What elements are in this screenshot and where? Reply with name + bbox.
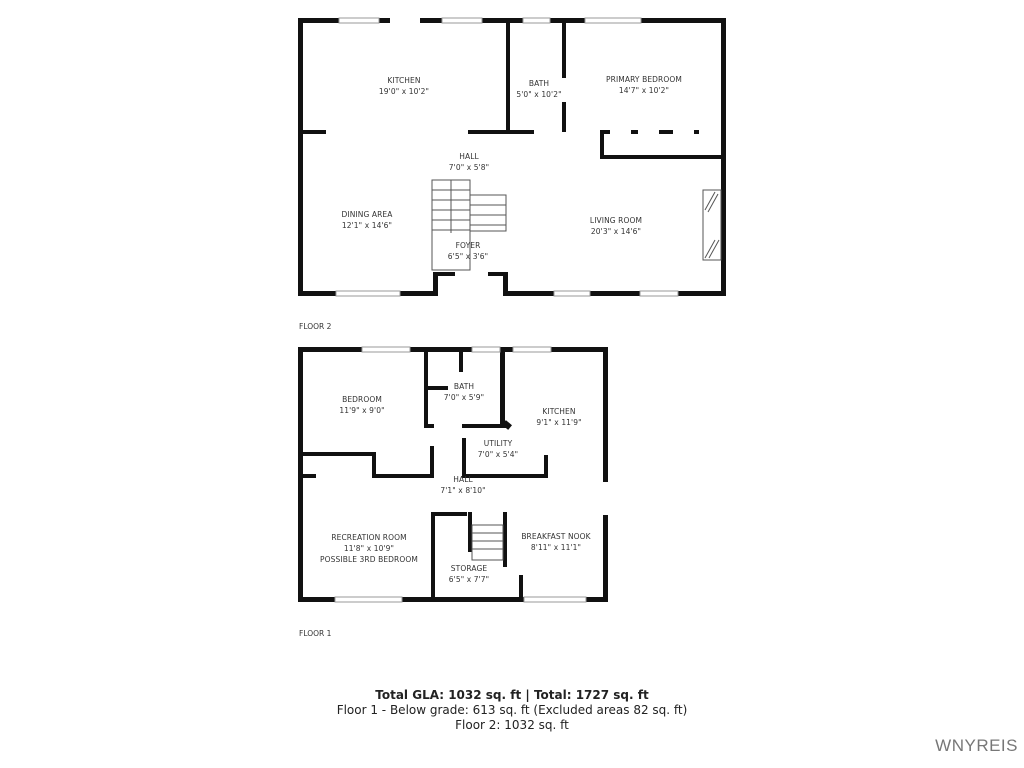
floor1-area: Floor 1 - Below grade: 613 sq. ft (Exclu… <box>336 703 688 717</box>
room-note: POSSIBLE 3RD BEDROOM <box>320 555 418 564</box>
room-name: BATH <box>528 79 550 88</box>
room-name: BEDROOM <box>342 395 382 404</box>
room-label-hall-f1: HALL 7'1" x 8'10" <box>440 474 485 496</box>
room-name: DINING AREA <box>341 210 393 219</box>
room-dims: 11'8" x 10'9" <box>343 544 395 553</box>
room-dims: 12'1" x 14'6" <box>341 221 393 230</box>
room-label-storage: STORAGE 6'5" x 7'7" <box>449 563 489 585</box>
room-dims: 7'0" x 5'4" <box>477 450 519 459</box>
floor2-area: Floor 2: 1032 sq. ft <box>455 718 569 732</box>
floor1-windows <box>334 346 587 603</box>
room-label-bath-f1: BATH 7'0" x 5'9" <box>444 381 484 403</box>
room-dims: 6'5" x 3'6" <box>447 252 489 261</box>
room-label-living-room: LIVING ROOM 20'3" x 14'6" <box>590 215 642 237</box>
room-label-kitchen-f1: KITCHEN 9'1" x 11'9" <box>536 406 581 428</box>
room-dims: 8'11" x 11'1" <box>530 543 582 552</box>
floor1-walls <box>298 347 608 602</box>
room-name: STORAGE <box>450 564 488 573</box>
room-label-kitchen-f2: KITCHEN 19'0" x 10'2" <box>379 75 429 97</box>
floor2-windows <box>335 17 679 297</box>
room-label-bedroom: BEDROOM 11'9" x 9'0" <box>339 394 384 416</box>
fireplace <box>702 189 722 261</box>
floor2-walls <box>298 18 726 296</box>
room-name: LIVING ROOM <box>589 216 643 225</box>
room-dims: 14'7" x 10'2" <box>618 86 670 95</box>
room-label-breakfast-nook: BREAKFAST NOOK 8'11" x 11'1" <box>521 531 590 553</box>
room-dims: 7'0" x 5'9" <box>443 393 485 402</box>
room-dims: 19'0" x 10'2" <box>378 87 430 96</box>
room-name: BREAKFAST NOOK <box>521 532 591 541</box>
room-label-recreation-room: RECREATION ROOM 11'8" x 10'9" POSSIBLE 3… <box>320 532 418 565</box>
room-label-bath-f2: BATH 5'0" x 10'2" <box>516 78 561 100</box>
room-name: FOYER <box>455 241 481 250</box>
room-dims: 7'0" x 5'8" <box>448 163 490 172</box>
room-label-utility: UTILITY 7'0" x 5'4" <box>478 438 518 460</box>
room-label-dining-area: DINING AREA 12'1" x 14'6" <box>342 209 393 231</box>
room-dims: 9'1" x 11'9" <box>536 418 582 427</box>
room-label-hall-f2: HALL 7'0" x 5'8" <box>449 151 489 173</box>
floor2-label: FLOOR 2 <box>299 322 332 331</box>
room-dims: 6'5" x 7'7" <box>448 575 490 584</box>
room-name: PRIMARY BEDROOM <box>606 75 682 84</box>
room-name: UTILITY <box>483 439 513 448</box>
room-name: KITCHEN <box>387 76 421 85</box>
room-label-primary-bedroom: PRIMARY BEDROOM 14'7" x 10'2" <box>606 74 682 96</box>
total-gla: Total GLA: 1032 sq. ft | Total: 1727 sq.… <box>375 688 649 702</box>
room-name: BATH <box>453 382 475 391</box>
room-dims: 5'0" x 10'2" <box>516 90 562 99</box>
floor1-label: FLOOR 1 <box>299 629 332 638</box>
watermark-logo: WNYREIS <box>935 736 1018 755</box>
room-dims: 7'1" x 8'10" <box>440 486 486 495</box>
room-name: HALL <box>459 152 479 161</box>
room-dims: 20'3" x 14'6" <box>590 227 642 236</box>
room-name: KITCHEN <box>542 407 576 416</box>
room-name: HALL <box>453 475 473 484</box>
floor1-stairs <box>471 524 504 561</box>
room-name: RECREATION ROOM <box>331 533 407 542</box>
floor2-stairs <box>431 179 507 271</box>
area-summary: Total GLA: 1032 sq. ft | Total: 1727 sq.… <box>0 688 1024 733</box>
room-label-foyer: FOYER 6'5" x 3'6" <box>448 240 488 262</box>
room-dims: 11'9" x 9'0" <box>339 406 385 415</box>
